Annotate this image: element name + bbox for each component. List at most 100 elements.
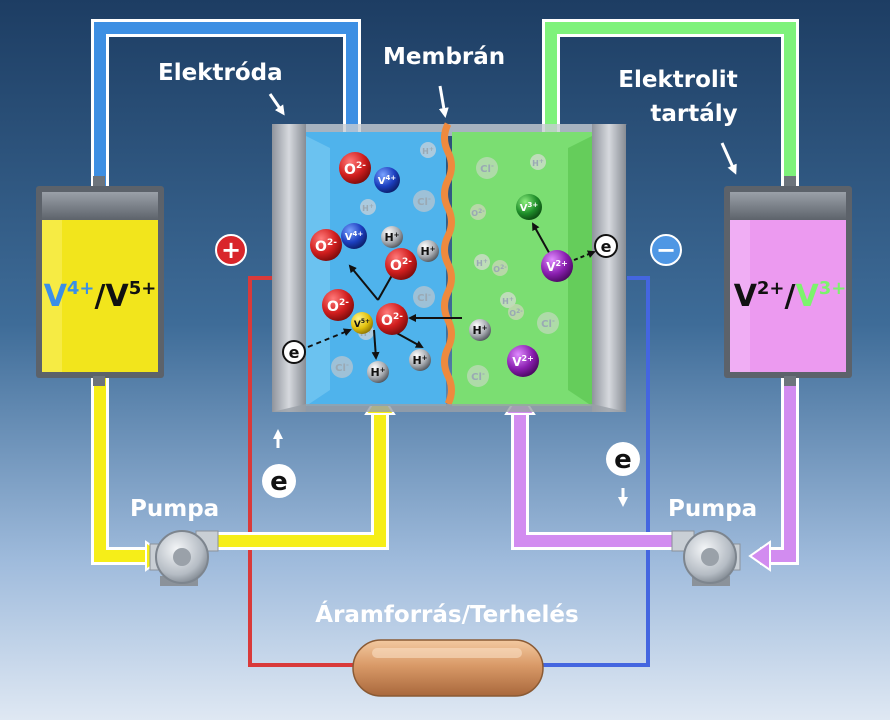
green-pipe [545, 22, 796, 200]
svg-text:V3+: V3+ [520, 201, 539, 214]
cl-ion: Cl- [537, 312, 559, 334]
v2-ion: V2+ [541, 250, 573, 282]
v3-ion: V3+ [516, 194, 542, 220]
electron-flow-right: e [606, 442, 640, 507]
svg-text:V2+: V2+ [512, 354, 534, 369]
svg-text:e: e [270, 467, 288, 497]
o-ion: O2- [492, 260, 508, 276]
o2-ion: O2- [376, 303, 408, 335]
tank-label-line1: Elektrolit [618, 67, 737, 93]
membrane [441, 122, 455, 406]
pump-left-label: Pumpa [130, 496, 219, 522]
source-load-label: Áramforrás/Terhelés [315, 600, 578, 628]
h-ion: H+ [474, 254, 490, 270]
ions-left: O2- V4+ O2- V4+ H+ H+ O2- O2- O2- V5+ H+… [282, 152, 439, 383]
electron-icon: e [594, 234, 618, 258]
electrode-label: Elektróda [158, 60, 283, 86]
left-electrode [272, 124, 306, 412]
svg-text:V4+: V4+ [345, 230, 364, 243]
membrane-label: Membrán [383, 44, 505, 70]
svg-text:O2-: O2- [471, 208, 485, 218]
v4-ion: V4+ [341, 223, 367, 249]
electron-flow-left: e [262, 429, 296, 498]
external-circuit [248, 276, 650, 667]
o-ion: O2- [508, 304, 524, 320]
cl-ion: Cl- [413, 190, 435, 212]
h-ion: H+ [420, 142, 436, 158]
svg-text:O2-: O2- [327, 298, 349, 315]
plus-icon: + [215, 234, 247, 266]
h-ion: H+ [409, 349, 431, 371]
svg-text:Cl-: Cl- [335, 361, 349, 374]
svg-text:e: e [289, 343, 300, 362]
tank-label-line2: tartály [650, 101, 737, 127]
o2-ion: O2- [385, 248, 417, 280]
svg-text:H+: H+ [370, 366, 385, 379]
ions-right: V3+ V2+ e H+ V2+ [469, 194, 618, 377]
svg-text:O2-: O2- [509, 308, 523, 318]
svg-text:V2+: V2+ [546, 259, 568, 274]
label-pointers [268, 85, 737, 175]
positive-wire [248, 276, 360, 667]
svg-text:H+: H+ [362, 203, 374, 213]
v2-ion: V2+ [507, 345, 539, 377]
svg-text:−: − [656, 236, 676, 264]
negative-wire [540, 276, 650, 667]
v5-ion: V5+ [351, 312, 373, 334]
o2-ion: O2- [310, 229, 342, 261]
electron-icon: e [282, 340, 306, 364]
h-ion: H+ [367, 361, 389, 383]
blue-pipe [94, 22, 358, 200]
electron-icon: e [606, 442, 640, 476]
cl-ion: Cl- [413, 286, 435, 308]
svg-text:O2-: O2- [344, 161, 366, 178]
violet-pipe-out [514, 412, 685, 547]
cl-ion: Cl- [331, 356, 353, 378]
right-electrode [592, 124, 626, 412]
o2-ion: O2- [339, 152, 371, 184]
svg-text:Cl-: Cl- [417, 195, 431, 208]
pump-icon [671, 530, 741, 586]
minus-icon: − [650, 234, 682, 266]
svg-text:Cl-: Cl- [471, 370, 485, 383]
svg-text:H+: H+ [412, 354, 427, 367]
svg-text:H+: H+ [422, 146, 434, 156]
h-ion: H+ [530, 154, 546, 170]
svg-text:H+: H+ [502, 296, 514, 306]
left-tank: V4+/V5+ [36, 176, 164, 386]
electron-icon: e [262, 464, 296, 498]
svg-text:H+: H+ [476, 258, 488, 268]
h-ion: H+ [360, 199, 376, 215]
svg-text:e: e [614, 445, 632, 475]
svg-text:Cl-: Cl- [417, 291, 431, 304]
h-ion: H+ [500, 292, 516, 308]
pipes [84, 19, 806, 572]
o-ion: O2- [470, 204, 486, 220]
h-ion: H+ [417, 240, 439, 262]
cl-ion: Cl- [476, 157, 498, 179]
yellow-pipe-in [94, 378, 150, 562]
svg-text:H+: H+ [532, 158, 544, 168]
pump-right-label: Pumpa [668, 496, 757, 522]
resistor-icon [352, 639, 544, 697]
right-tank-label: V2+/V3+ [734, 278, 847, 314]
svg-text:O2-: O2- [390, 257, 412, 274]
svg-text:O2-: O2- [381, 312, 403, 329]
violet-pipe-in [768, 378, 796, 562]
v4-ion: V4+ [374, 167, 400, 193]
svg-text:O2-: O2- [493, 264, 507, 274]
svg-text:O2-: O2- [315, 238, 337, 255]
left-tank-label: V4+/V5+ [44, 278, 157, 314]
svg-text:V4+: V4+ [378, 174, 397, 187]
faint-ions: Cl- Cl- Cl- H+ H+ H+ Cl- Cl- Cl- H+ H+ H… [331, 142, 559, 387]
svg-text:+: + [221, 236, 241, 264]
cl-ion: Cl- [467, 365, 489, 387]
svg-text:Cl-: Cl- [541, 317, 555, 330]
h-ion: H+ [469, 319, 491, 341]
h-ion: H+ [381, 226, 403, 248]
svg-text:Cl-: Cl- [480, 162, 494, 175]
svg-text:V5+: V5+ [354, 318, 370, 330]
svg-text:H+: H+ [384, 231, 399, 244]
